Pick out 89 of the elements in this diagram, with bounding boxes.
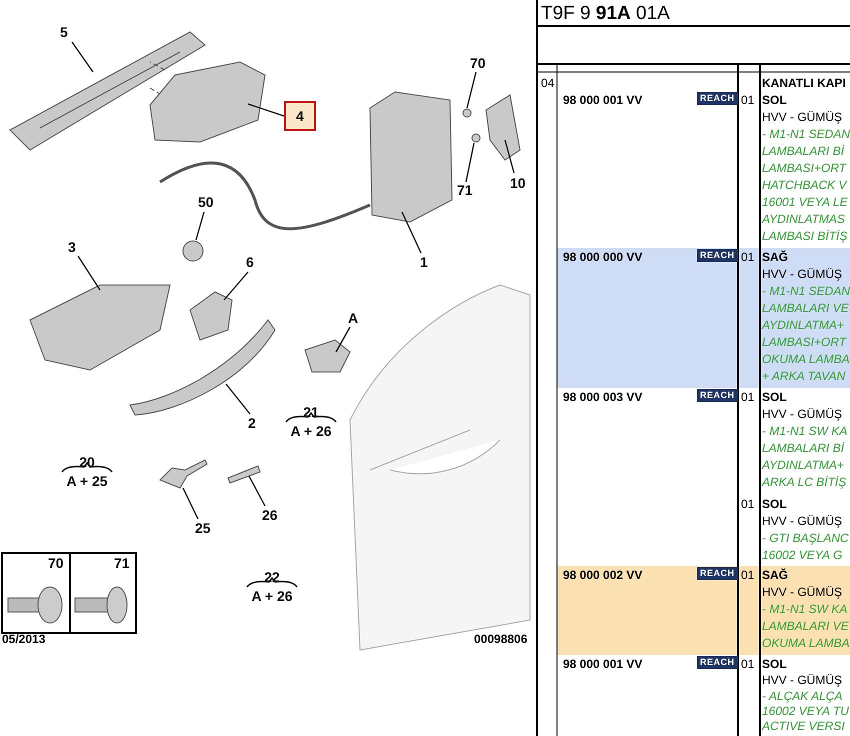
fitment-note: - M1-N1 SEDAN [762,285,850,297]
callout-number: 71 [457,183,473,197]
group-formula: A + 26 [251,589,293,603]
color-code: HVV - GÜMÜŞ [762,674,842,686]
fitment-note: LAMBALARI VE [762,302,849,314]
color-code: HVV - GÜMÜŞ [762,111,842,123]
inset-callout-number: 71 [114,556,130,570]
fitment-note: - M1-N1 SW KA [762,603,848,615]
part-number: 98 000 001 VV [563,94,642,106]
callout-number: 70 [470,56,486,70]
group-formula: A + 26 [290,424,332,438]
reach-badge: REACH [697,656,738,669]
leader-line [226,384,250,414]
fitment-note: 16002 VEYA G [762,549,842,561]
fitment-note: ARKA LC BİTİŞ [762,476,846,488]
part-number: 98 000 000 VV [563,251,642,263]
fitment-note: LAMBALARI Bİ [762,145,844,157]
fitment-note: OKUMA LAMBA [762,637,850,649]
quantity: 01 [741,94,754,106]
callout-box: 4 [284,101,316,131]
side-label: SAĞ [762,569,788,581]
fitment-note: 16001 VEYA LE [762,196,848,208]
index-number: 04 [541,77,554,89]
reach-badge: REACH [697,249,738,262]
side-label: SOL [762,658,787,670]
part-description: KANATLI KAPI [762,77,846,89]
fitment-note: LAMBASI+ORT [762,162,846,174]
leader-line [465,142,475,182]
leader-line [248,103,284,117]
fitment-note: - M1-N1 SW KA [762,425,848,437]
fitment-note: LAMBALARI VE [762,620,849,632]
fitment-note: LAMBASI+ORT [762,336,846,348]
leader-line [335,326,351,352]
leader-line [224,272,248,300]
quantity: 01 [741,569,754,581]
quantity: 01 [741,498,754,510]
fitment-note: + ARKA TAVAN [762,370,846,382]
callout-number: 26 [262,508,278,522]
callout-number: 5 [60,25,68,39]
drawing-number: 00098806 [474,633,528,645]
fitment-note: HATCHBACK V [762,179,846,191]
callout-number: 50 [198,195,214,209]
fitment-note: AYDINLATMA+ [762,319,844,331]
reach-badge: REACH [697,567,738,580]
fitment-note: AYDINLATMAS [762,213,845,225]
color-code: HVV - GÜMÜŞ [762,586,842,598]
side-label: SOL [762,391,787,403]
color-code: HVV - GÜMÜŞ [762,268,842,280]
callout-number: 1 [420,255,428,269]
leader-line [77,256,101,290]
fitment-note: AYDINLATMA+ [762,459,844,471]
fitment-note: - GTI BAŞLANC [762,532,849,544]
callout-number: 10 [510,176,526,190]
leader-line [466,72,477,108]
part-number: 98 000 001 VV [563,658,642,670]
part-number: 98 000 002 VV [563,569,642,581]
quantity: 01 [741,391,754,403]
fitment-note: - M1-N1 SEDAN [762,128,850,140]
leader-line [504,140,515,174]
leader-line [401,212,422,254]
leader-line [195,212,205,240]
color-code: HVV - GÜMÜŞ [762,408,842,420]
inset-callout-number: 70 [48,556,64,570]
date-code: 05/2013 [2,633,46,645]
fitment-note: LAMBASI BİTİŞ [762,230,848,242]
callout-number: 25 [195,521,211,535]
reach-badge: REACH [697,92,738,105]
callout-number: 3 [68,240,76,254]
quantity: 01 [741,658,754,670]
quantity: 01 [741,251,754,263]
color-code: HVV - GÜMÜŞ [762,515,842,527]
reach-badge: REACH [697,389,738,402]
callout-number: 2 [248,416,256,430]
side-label: SOL [762,94,787,106]
group-formula: A + 25 [66,474,108,488]
fitment-note: OKUMA LAMBA [762,353,850,365]
side-label: SAĞ [762,251,788,263]
leader-line [182,488,199,520]
fitment-note: ACTIVE VERSI [762,720,845,732]
side-label: SOL [762,498,787,510]
fitment-note: LAMBALARI Bİ [762,442,844,454]
callout-number: 6 [246,255,254,269]
leader-line [71,42,94,72]
fitment-note: - ALÇAK ALÇA [762,690,842,702]
leader-line [248,476,266,506]
catalog-page-code: T9F 9 91A 01A [541,4,670,23]
callout-number: A [348,311,358,325]
part-number: 98 000 003 VV [563,391,642,403]
fitment-note: 16002 VEYA TU [762,705,849,717]
